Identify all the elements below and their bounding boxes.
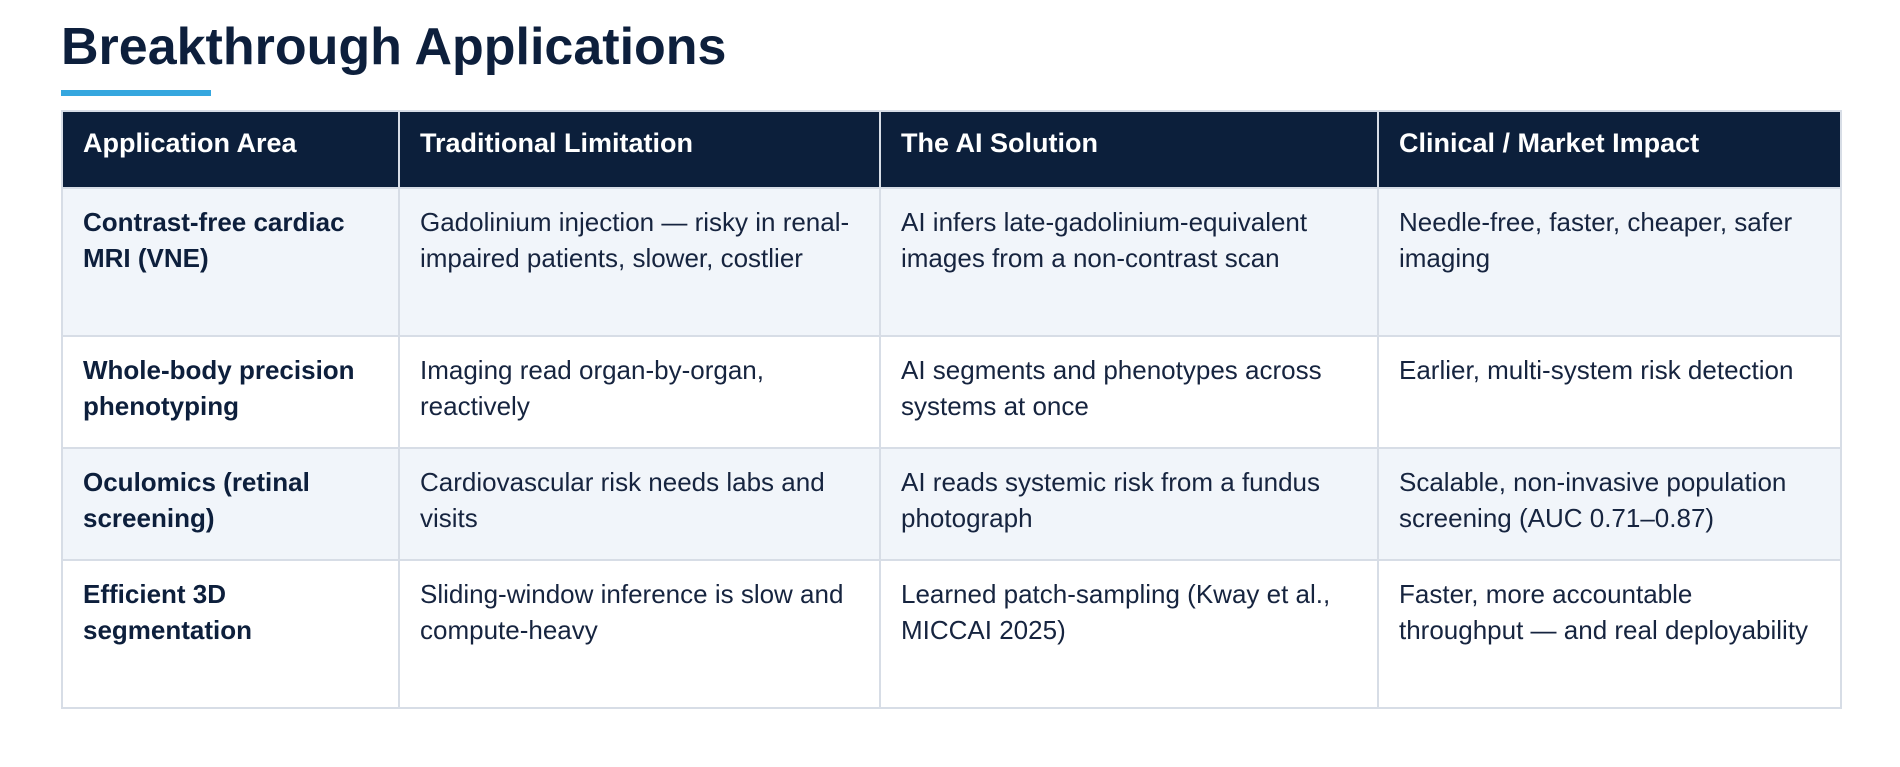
table-row: Contrast-free cardiac MRI (VNE) Gadolini… — [61, 187, 1842, 337]
column-header-ai-solution: The AI Solution — [879, 110, 1379, 189]
cell-application-area: Oculomics (retinal screening) — [61, 447, 400, 561]
cell-ai-solution: AI reads systemic risk from a fundus pho… — [879, 447, 1379, 561]
cell-traditional-limitation: Cardiovascular risk needs labs and visit… — [398, 447, 881, 561]
cell-ai-solution: AI segments and phenotypes across system… — [879, 335, 1379, 449]
table-row: Whole-body precision phenotyping Imaging… — [61, 335, 1842, 449]
table-row: Efficient 3D segmentation Sliding-window… — [61, 559, 1842, 709]
table-row: Oculomics (retinal screening) Cardiovasc… — [61, 447, 1842, 561]
cell-clinical-market-impact: Faster, more accountable throughput — an… — [1377, 559, 1842, 709]
cell-traditional-limitation: Sliding-window inference is slow and com… — [398, 559, 881, 709]
column-header-application-area: Application Area — [61, 110, 400, 189]
cell-ai-solution: Learned patch-sampling (Kway et al., MIC… — [879, 559, 1379, 709]
cell-clinical-market-impact: Needle-free, faster, cheaper, safer imag… — [1377, 187, 1842, 337]
cell-clinical-market-impact: Scalable, non-invasive population screen… — [1377, 447, 1842, 561]
title-accent-bar — [61, 90, 211, 96]
cell-traditional-limitation: Gadolinium injection — risky in renal-im… — [398, 187, 881, 337]
column-header-clinical-market-impact: Clinical / Market Impact — [1377, 110, 1842, 189]
page-title: Breakthrough Applications — [61, 18, 727, 76]
cell-clinical-market-impact: Earlier, multi-system risk detection — [1377, 335, 1842, 449]
cell-application-area: Contrast-free cardiac MRI (VNE) — [61, 187, 400, 337]
table-header-row: Application Area Traditional Limitation … — [61, 110, 1842, 189]
applications-table: Application Area Traditional Limitation … — [61, 110, 1842, 709]
cell-application-area: Whole-body precision phenotyping — [61, 335, 400, 449]
cell-application-area: Efficient 3D segmentation — [61, 559, 400, 709]
column-header-traditional-limitation: Traditional Limitation — [398, 110, 881, 189]
cell-ai-solution: AI infers late-gadolinium-equivalent ima… — [879, 187, 1379, 337]
cell-traditional-limitation: Imaging read organ-by-organ, reactively — [398, 335, 881, 449]
